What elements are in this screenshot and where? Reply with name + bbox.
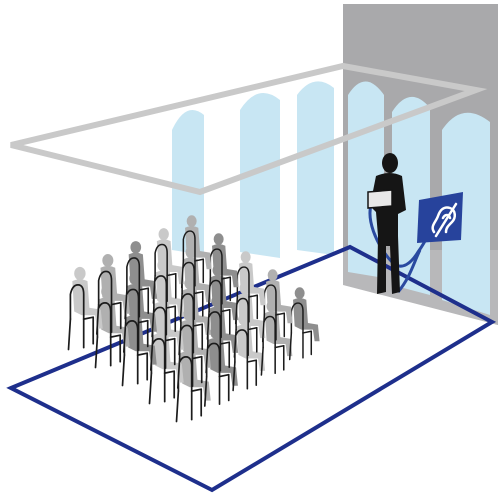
arch-3 — [297, 81, 334, 255]
panel-body — [417, 192, 463, 243]
audience-seat — [290, 287, 320, 359]
presenter-head — [382, 153, 398, 173]
seated-person-icon — [293, 287, 320, 341]
presenter-laptop — [368, 190, 392, 208]
hearing-loop-panel — [417, 192, 463, 243]
audience — [69, 215, 320, 421]
